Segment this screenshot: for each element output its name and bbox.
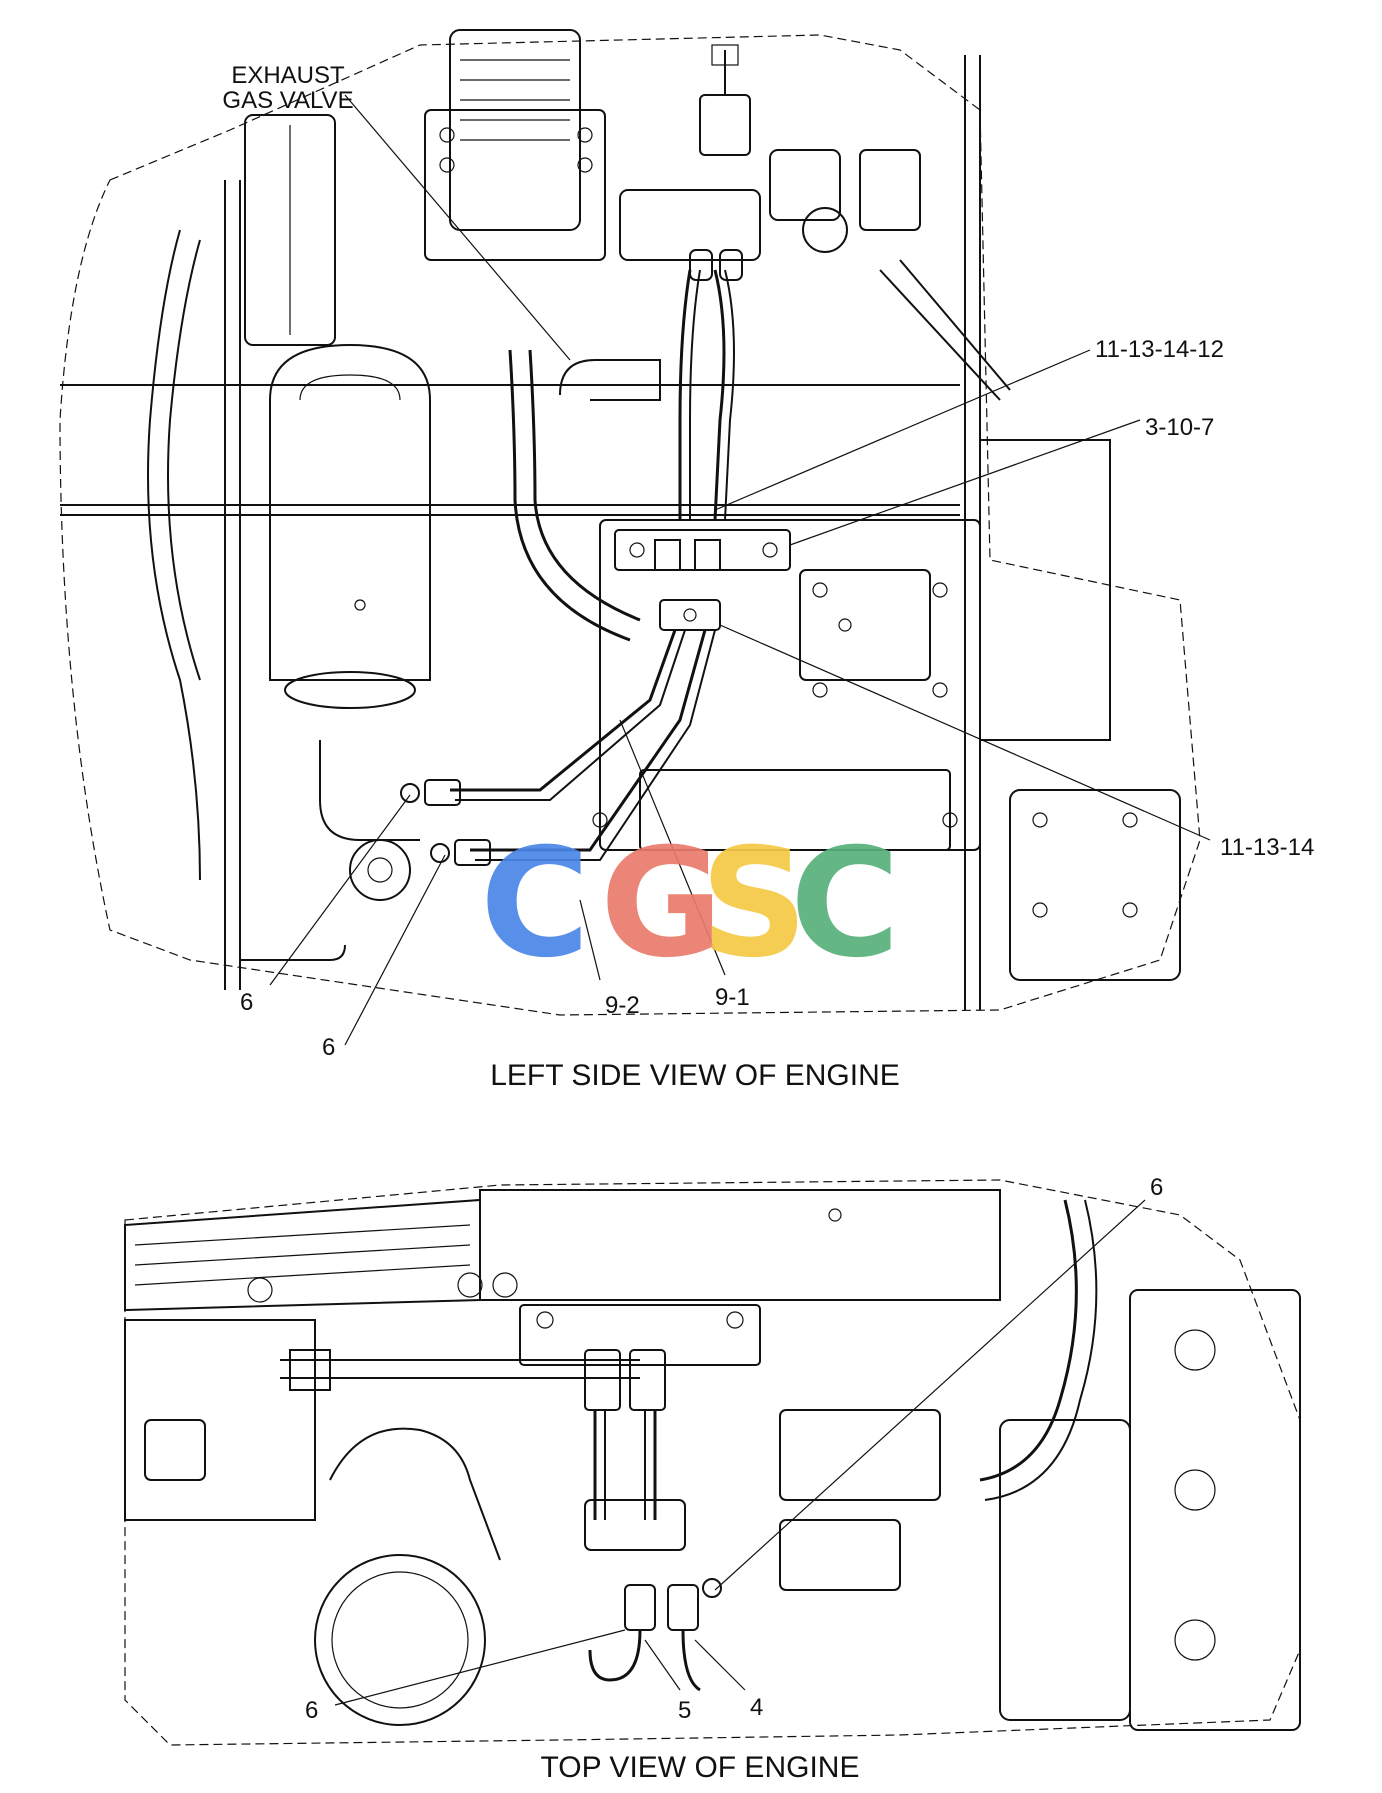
callout-exhaust-line-2: GAS VALVE xyxy=(222,87,353,114)
leader-t1 xyxy=(714,1199,1146,1591)
callout-top-4: 4 xyxy=(750,1694,763,1721)
left-side-view-drawing xyxy=(59,29,1201,1016)
leader-t2 xyxy=(334,1629,626,1706)
leader-c4 xyxy=(269,794,411,986)
leader-c5 xyxy=(344,854,446,1046)
watermark-letter-1: C xyxy=(480,817,590,991)
callout-9-2: 9-2 xyxy=(605,992,640,1019)
top-view-drawing xyxy=(124,1179,1301,1746)
leader-t3 xyxy=(644,1639,681,1691)
callout-9-1: 9-1 xyxy=(715,984,750,1011)
leader-c1 xyxy=(714,349,1091,511)
callout-top-6-a: 6 xyxy=(1150,1174,1163,1201)
leader-exhaust xyxy=(344,94,571,361)
watermark-letter-2: G xyxy=(600,817,723,991)
callout-6-a: 6 xyxy=(240,989,253,1016)
watermark-logo: C G S C xyxy=(480,817,900,991)
leader-lines xyxy=(269,94,1211,1706)
leader-t4 xyxy=(694,1639,746,1691)
top-view-callouts: 6 6 5 4 xyxy=(305,1174,1163,1724)
watermark-letter-4: C xyxy=(790,817,900,991)
callout-top-6-b: 6 xyxy=(305,1697,318,1724)
left-side-view-callouts: EXHAUST GAS VALVE 11-13-14-12 3-10-7 11-… xyxy=(222,62,1314,1061)
callout-3-10-7: 3-10-7 xyxy=(1145,414,1214,441)
callout-6-b: 6 xyxy=(322,1034,335,1061)
caption-top-view: TOP VIEW OF ENGINE xyxy=(541,1751,860,1784)
leader-c3 xyxy=(719,624,1211,841)
watermark-letter-3: S xyxy=(700,817,808,991)
callout-11-13-14: 11-13-14 xyxy=(1220,834,1314,861)
caption-left-side-view: LEFT SIDE VIEW OF ENGINE xyxy=(490,1059,900,1092)
callout-exhaust-line-1: EXHAUST xyxy=(231,62,345,89)
leader-c2 xyxy=(789,419,1141,546)
leader-c7 xyxy=(619,719,726,976)
callout-11-13-14-12: 11-13-14-12 xyxy=(1095,336,1224,363)
leader-c6 xyxy=(579,899,601,981)
callout-top-5: 5 xyxy=(678,1697,691,1724)
